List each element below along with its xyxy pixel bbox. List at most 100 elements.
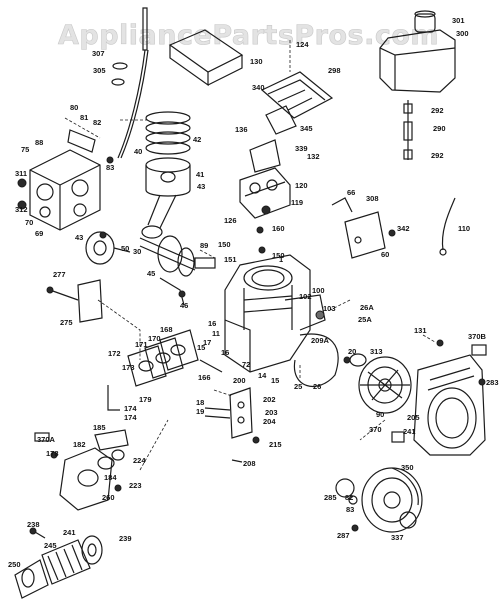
part-label-18: 18 (196, 398, 204, 407)
dipstick-assembly (111, 7, 149, 159)
part-label-313: 313 (370, 347, 383, 356)
part-label-100: 100 (312, 286, 325, 295)
part-label-82: 82 (93, 118, 101, 127)
part-label-60: 60 (381, 250, 389, 259)
part-label-11: 11 (212, 329, 220, 338)
crankshaft (139, 235, 216, 277)
part-label-350: 350 (401, 463, 414, 472)
part-label-17: 17 (203, 338, 211, 347)
part-label-342: 342 (397, 224, 410, 233)
part-label-88: 88 (35, 138, 43, 147)
part-label-89: 89 (200, 241, 208, 250)
part-label-42: 42 (193, 135, 201, 144)
part-label-120: 120 (295, 181, 308, 190)
part-label-26A: 26A (360, 303, 374, 312)
tank-bracket (260, 40, 334, 135)
carburetor-gaskets (107, 329, 223, 411)
part-label-102: 102 (299, 292, 312, 301)
part-label-168: 168 (160, 325, 173, 334)
part-label-1: 1 (279, 255, 283, 264)
part-label-245: 245 (44, 541, 57, 550)
part-label-80: 80 (70, 103, 78, 112)
part-label-241: 241 (63, 528, 76, 537)
part-label-370A: 370A (37, 435, 56, 444)
part-label-215: 215 (269, 440, 282, 449)
part-label-337: 337 (391, 533, 404, 542)
part-label-131: 131 (414, 326, 427, 335)
part-label-75: 75 (21, 145, 29, 154)
part-label-46: 46 (180, 301, 188, 310)
part-label-340: 340 (252, 83, 265, 92)
part-label-345: 345 (300, 124, 313, 133)
cylinder-block (224, 226, 339, 388)
part-label-370B: 370B (468, 332, 487, 341)
air-cleaner (14, 527, 103, 599)
leader-lines (97, 119, 436, 471)
part-label-370: 370 (369, 425, 382, 434)
part-label-307: 307 (92, 49, 105, 58)
part-label-41: 41 (196, 170, 204, 179)
part-label-174: 174 (124, 413, 137, 422)
fuel-tank (379, 10, 456, 160)
throttle-bracket (204, 387, 260, 463)
blower-housing (391, 339, 487, 456)
part-label-173: 173 (122, 363, 135, 372)
part-label-66: 66 (347, 188, 355, 197)
part-label-292: 292 (431, 106, 444, 115)
part-label-285: 285 (324, 493, 337, 502)
part-label-43: 43 (197, 182, 205, 191)
part-label-25A: 25A (358, 315, 372, 324)
part-label-82: 82 (345, 493, 353, 502)
part-label-14: 14 (258, 371, 267, 380)
part-label-83: 83 (346, 505, 354, 514)
part-label-308: 308 (366, 194, 379, 203)
part-label-81: 81 (80, 113, 88, 122)
part-label-40: 40 (134, 147, 142, 156)
part-label-72: 72 (242, 360, 250, 369)
part-label-90: 90 (376, 410, 384, 419)
piston-rings-and-piston (141, 111, 191, 239)
air-filter-element (168, 29, 244, 87)
part-label-312: 312 (15, 205, 28, 214)
part-label-182: 182 (73, 440, 86, 449)
part-label-298: 298 (328, 66, 341, 75)
part-label-202: 202 (263, 395, 276, 404)
part-number-labels: 3013003073051241302983402922902923453391… (8, 16, 499, 569)
part-label-290: 290 (433, 124, 446, 133)
part-label-50: 50 (121, 244, 129, 253)
part-label-204: 204 (263, 417, 276, 426)
part-label-166: 166 (198, 373, 211, 382)
part-label-16: 16 (221, 348, 229, 357)
part-label-19: 19 (196, 407, 204, 416)
part-label-124: 124 (296, 40, 309, 49)
part-label-26: 26 (313, 382, 321, 391)
part-label-160: 160 (272, 224, 285, 233)
part-label-119: 119 (291, 198, 303, 207)
part-label-250: 250 (8, 560, 21, 569)
part-label-238: 238 (27, 520, 40, 529)
part-label-209A: 209A (311, 336, 330, 345)
part-label-305: 305 (93, 66, 106, 75)
carburetor (34, 429, 129, 511)
part-label-224: 224 (133, 456, 146, 465)
part-label-292: 292 (431, 151, 444, 160)
part-label-110: 110 (458, 224, 470, 233)
part-label-277: 277 (53, 270, 66, 279)
part-label-83: 83 (106, 163, 114, 172)
part-label-15: 15 (271, 376, 279, 385)
part-label-30: 30 (133, 247, 141, 256)
recoil-starter (335, 467, 423, 533)
part-label-172: 172 (108, 349, 121, 358)
muffler-bracket (46, 279, 103, 323)
part-label-200: 200 (233, 376, 246, 385)
part-label-170: 170 (148, 334, 161, 343)
part-label-171: 171 (135, 340, 148, 349)
part-label-241: 241 (403, 427, 416, 436)
part-label-339: 339 (295, 144, 308, 153)
part-label-283: 283 (486, 378, 499, 387)
part-label-178: 178 (46, 449, 59, 458)
part-label-150: 150 (218, 240, 231, 249)
part-label-300: 300 (456, 29, 469, 38)
cylinder-head (17, 117, 114, 231)
